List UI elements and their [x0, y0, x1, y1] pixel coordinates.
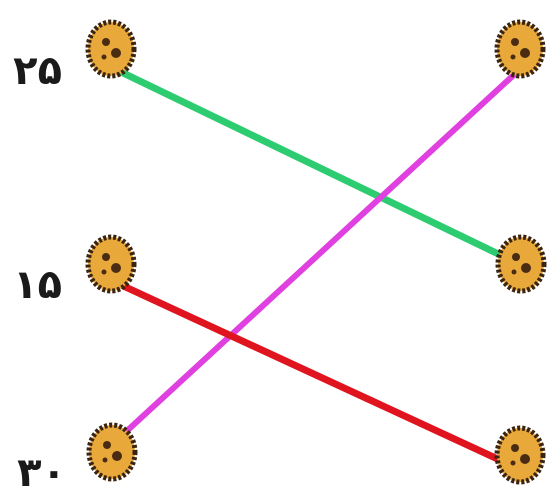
label-middle: ۱۵ — [13, 262, 62, 308]
circle-right-2 — [495, 234, 547, 294]
line-magenta — [114, 69, 520, 443]
line-red — [115, 280, 519, 471]
label-bottom: ۳۰ — [17, 450, 66, 496]
label-top: ۲۵ — [13, 48, 62, 94]
circle-left-1 — [85, 19, 137, 79]
circle-right-3 — [494, 425, 546, 485]
line-green — [113, 66, 521, 267]
circle-left-3 — [86, 422, 138, 482]
circle-left-2 — [85, 234, 137, 294]
circle-right-1 — [494, 19, 546, 79]
